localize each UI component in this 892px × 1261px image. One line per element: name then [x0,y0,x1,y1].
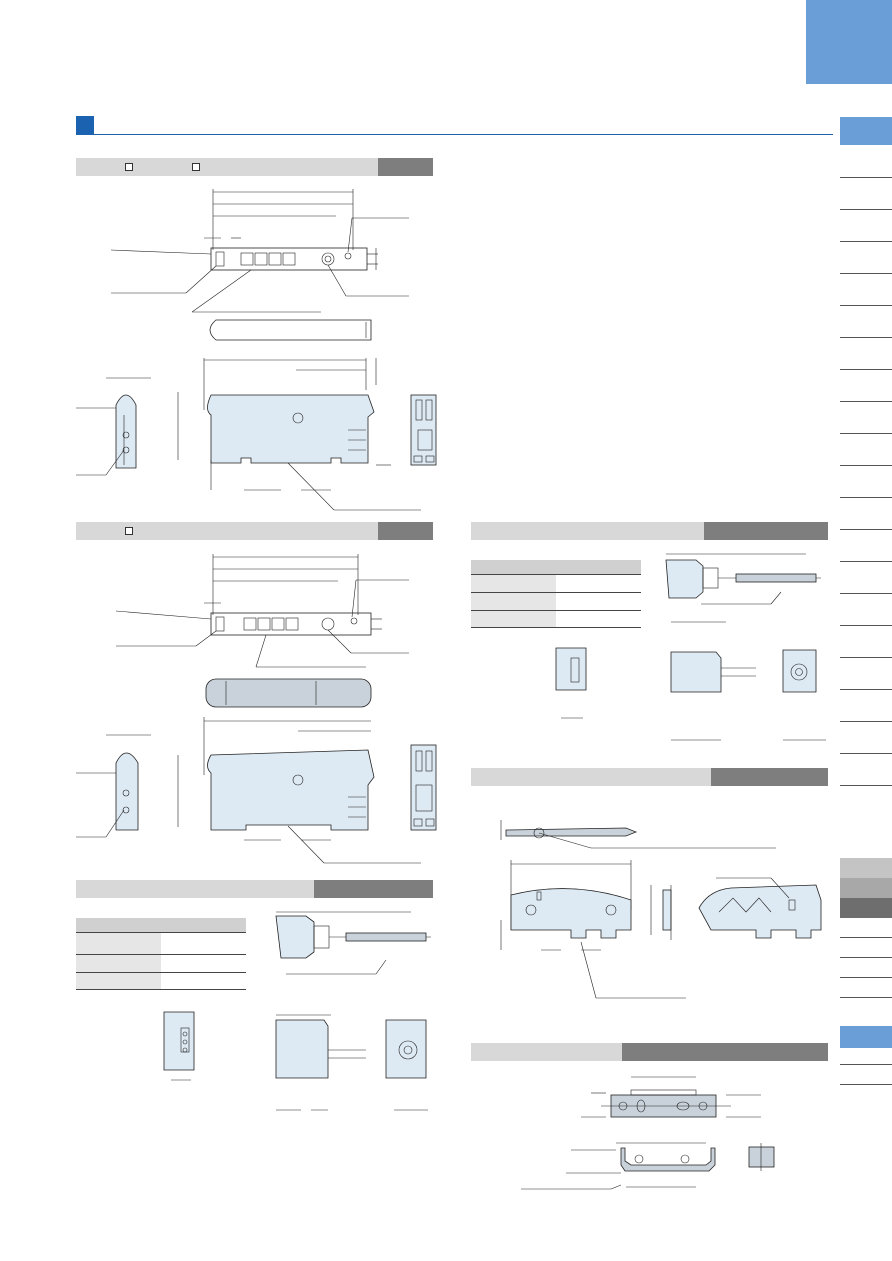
amplifier-b-drawing [76,554,437,864]
side-nav-divider [840,977,892,978]
section-bar-connector-cable-b [471,522,828,540]
side-nav-divider [840,561,892,562]
connector-cable-b-drawing [555,553,826,741]
side-nav-divider [840,937,892,938]
side-nav-divider [840,721,892,722]
side-nav-divider [840,305,892,306]
side-nav-divider [840,657,892,658]
section-bar-mounting-bracket-a [471,768,828,786]
section-bar-mounting-bracket-b [471,1043,828,1061]
side-nav-block[interactable] [840,878,892,898]
side-nav-block[interactable] [840,858,892,878]
pin-table-a [76,918,246,990]
section-bar-amplifier-b [76,522,433,540]
side-nav-divider [840,957,892,958]
side-nav-divider [840,337,892,338]
side-nav-block-blue[interactable] [840,1026,892,1048]
side-nav-divider [840,785,892,786]
pin-table-b [471,560,641,628]
side-nav-divider [840,401,892,402]
connector-cable-a-drawing [163,911,431,1111]
side-nav-divider [840,689,892,690]
side-nav-divider [840,433,892,434]
side-nav-divider [840,593,892,594]
side-nav-divider [840,209,892,210]
side-nav-divider [840,997,892,998]
side-nav-divider [840,625,892,626]
side-nav-divider [840,177,892,178]
side-nav-divider [840,273,892,274]
section-marker [76,116,94,134]
side-nav-active-block[interactable] [840,117,892,145]
amplifier-a-drawing [76,189,437,511]
side-nav-divider [840,497,892,498]
mounting-bracket-b-drawing [521,1076,775,1190]
section-bar-connector-cable-a [76,880,433,898]
side-nav-block[interactable] [840,898,892,918]
chapter-tab [806,0,892,84]
side-nav-divider [840,1064,892,1065]
mounting-bracket-a-drawing [500,820,822,999]
side-nav-divider [840,465,892,466]
side-nav-divider [840,1084,892,1085]
side-nav-divider [840,369,892,370]
section-rule [76,134,833,135]
side-nav-divider [840,753,892,754]
section-bar-amplifier-a [76,158,433,176]
side-nav-divider [840,241,892,242]
side-nav-divider [840,529,892,530]
